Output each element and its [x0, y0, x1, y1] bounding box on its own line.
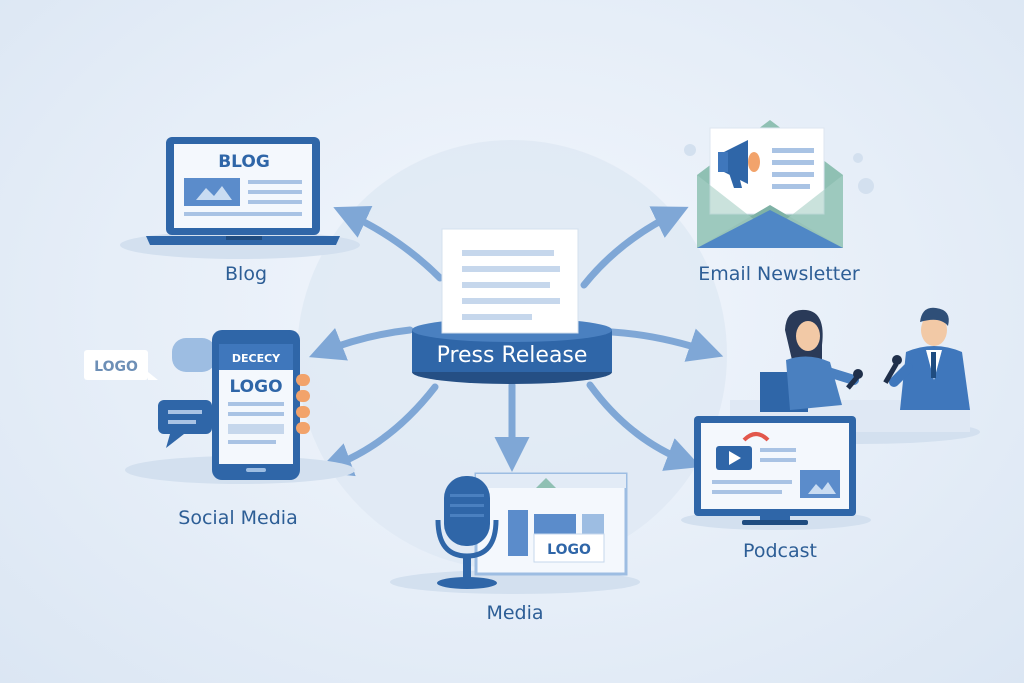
blog-screen-title: BLOG [218, 152, 270, 172]
arrow-to-blog [333, 205, 444, 282]
monitor-icon [681, 416, 871, 530]
megaphone-icon [718, 140, 760, 188]
connector-arrows [308, 205, 724, 477]
microphone-icon [435, 476, 499, 589]
blog-label: Blog [225, 263, 267, 285]
media-logo-text: LOGO [547, 542, 591, 558]
media-node: LOGO [390, 472, 640, 594]
podcast-node [681, 307, 980, 530]
phone-logo-text: LOGO [229, 377, 282, 397]
arrow-to-social [308, 326, 414, 361]
laptop-icon: BLOG [120, 137, 360, 259]
document-icon [441, 228, 579, 334]
email-newsletter-label: Email Newsletter [698, 263, 860, 285]
podcast-label: Podcast [743, 540, 817, 562]
media-label: Media [486, 602, 544, 624]
arrow-to-podcast-upper [608, 328, 724, 362]
chat-bubble-icon [158, 338, 216, 448]
play-icon [716, 446, 752, 470]
press-release-label: Press Release [436, 343, 588, 368]
arrow-to-podcast [586, 381, 702, 471]
arrow-to-social-lower [316, 383, 439, 477]
phone-header-text: DECECY [232, 352, 281, 365]
logo-bubble: LOGO [84, 350, 158, 380]
interview-scene [730, 307, 970, 432]
arrow-to-email [580, 206, 689, 289]
social-media-label: Social Media [178, 507, 298, 529]
social-media-node: LOGO DECECY LOGO [84, 330, 355, 484]
press-release-node [412, 228, 612, 384]
smartphone-icon: DECECY LOGO [212, 330, 310, 480]
hand [296, 374, 310, 434]
media-card: LOGO [474, 472, 628, 576]
envelope-icon [684, 120, 874, 248]
logo-bubble-text: LOGO [94, 359, 138, 375]
